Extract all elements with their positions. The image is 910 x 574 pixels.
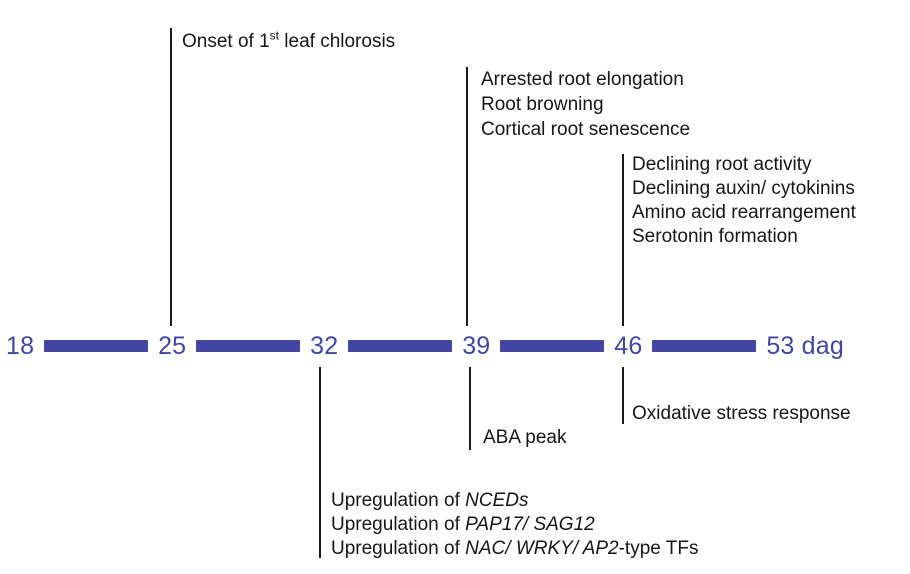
annotation-text-line: Cortical root senescence [481, 119, 691, 140]
timeline-tick-32: 32 [310, 332, 339, 360]
timeline-tick-53: 53 dag [766, 332, 844, 360]
annotation-aba-peak: ABA peak [483, 426, 566, 450]
timeline-tick-25: 25 [158, 332, 187, 360]
connector-line-day39-down [469, 367, 471, 450]
connector-line-day46-up [622, 154, 624, 326]
timeline-bar-segment [44, 340, 149, 352]
annotation-text-line: Serotonin formation [632, 226, 798, 247]
timeline-tick-39: 39 [462, 332, 491, 360]
annotation-text-line: Amino acid rearrangement [632, 202, 856, 223]
annotation-leaf-chlorosis: Onset of 1st leaf chlorosis [182, 29, 395, 54]
timeline-bar-segment [348, 340, 453, 352]
connector-line-day32-down [319, 367, 321, 558]
timeline-axis: 18 25 32 39 46 53 dag [6, 330, 844, 362]
connector-line-day39-up [466, 67, 468, 326]
annotation-text-line: Arrested root elongation [481, 69, 684, 90]
annotation-text-line: Oxidative stress response [632, 403, 851, 424]
annotation-text-line: Declining root activity [632, 154, 812, 175]
annotation-text-line: Root browning [481, 94, 604, 115]
connector-line-day46-down [622, 367, 624, 424]
annotation-text-line: Declining auxin/ cytokinins [632, 178, 855, 199]
annotation-text-line: Upregulation of NCEDs [331, 490, 529, 511]
annotation-text-line: Upregulation of PAP17/ SAG12 [331, 514, 595, 535]
annotation-text-line: Upregulation of NAC/ WRKY/ AP2-type TFs [331, 538, 699, 559]
annotation-text-line: Onset of 1st leaf chlorosis [182, 28, 396, 52]
timeline-bar-segment [500, 340, 605, 352]
timeline-bar-segment [652, 340, 757, 352]
timeline-bar-segment [196, 340, 301, 352]
annotation-oxidative-stress: Oxidative stress response [632, 402, 851, 426]
connector-line-day25-up [170, 28, 172, 326]
timeline-tick-18: 18 [6, 332, 35, 360]
annotation-text-line: ABA peak [483, 427, 567, 448]
timeline-tick-46: 46 [614, 332, 643, 360]
